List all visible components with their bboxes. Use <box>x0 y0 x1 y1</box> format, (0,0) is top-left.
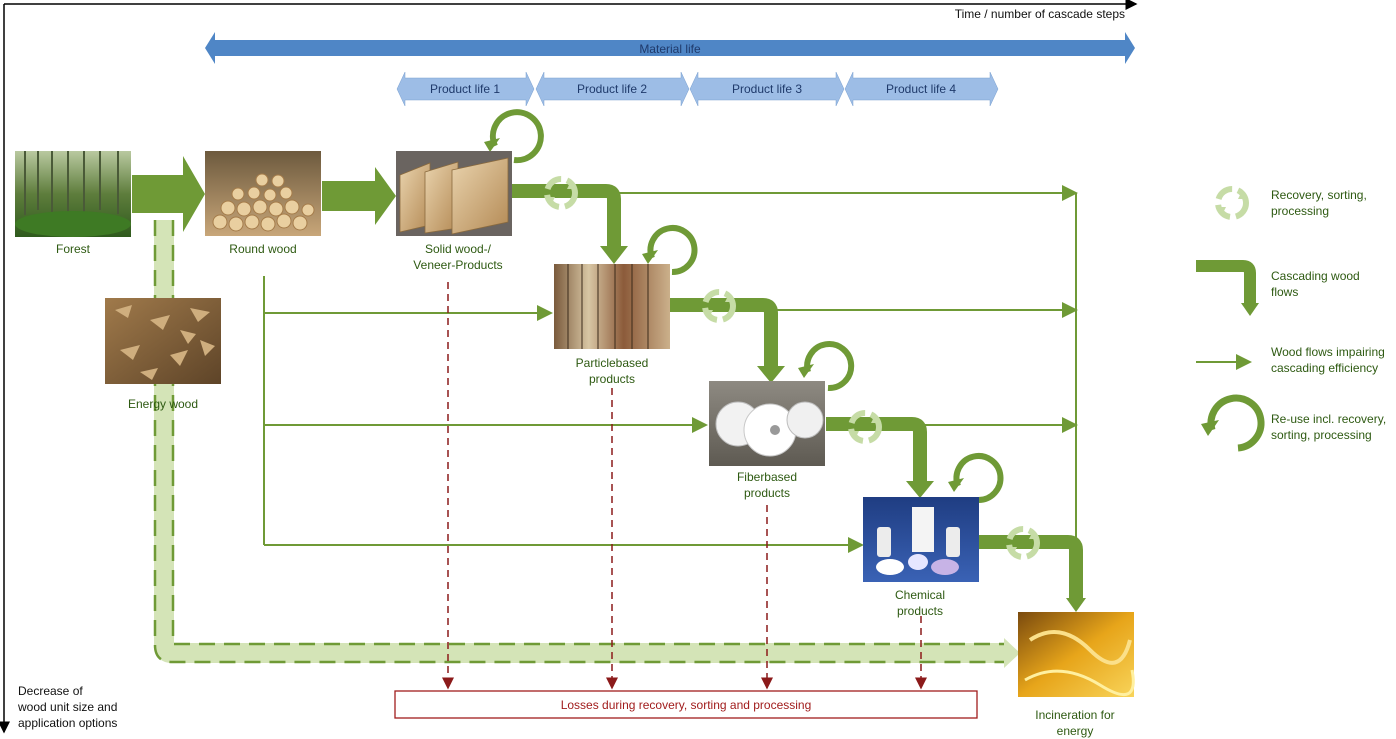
product-life-2-arrow <box>535 71 690 107</box>
chemical-products-label-line-2: products <box>897 604 943 618</box>
cascade-flows <box>512 184 1083 600</box>
legend-impairing-label-line-2: cascading efficiency <box>1271 361 1378 375</box>
legend-cascading-label-line-2: flows <box>1271 285 1298 299</box>
incineration-label-line-1: Incineration for <box>1035 708 1114 722</box>
legend: Recovery, sorting, processing Cascading … <box>1196 186 1386 452</box>
particle-products-label-line-2: products <box>589 372 635 386</box>
round-wood-picture <box>205 151 321 236</box>
y-axis-label-line-1: Decrease of <box>18 684 83 698</box>
product-life-4-arrow <box>844 71 999 107</box>
recycle-icon <box>702 289 736 323</box>
recycle-icon <box>848 410 882 444</box>
roundwood-to-solid-arrow <box>322 167 396 225</box>
product-life-2-label: Product life 2 <box>577 82 647 96</box>
product-life-arrows: Product life 1 Product life 2 Product li… <box>396 71 999 107</box>
energy-wood-label: Energy wood <box>128 397 198 411</box>
x-axis-label: Time / number of cascade steps <box>955 7 1125 21</box>
forest-label: Forest <box>56 242 91 256</box>
round-wood-label: Round wood <box>229 242 296 256</box>
y-axis-label-line-2: wood unit size and <box>17 700 117 714</box>
reuse-arrowheads <box>484 138 964 492</box>
forest-to-roundwood-arrow <box>132 156 205 232</box>
product-life-4-label: Product life 4 <box>886 82 956 96</box>
reuse-loops <box>489 109 1004 504</box>
material-life-label: Material life <box>639 42 701 56</box>
legend-recovery-icon <box>1215 186 1249 220</box>
legend-recovery-label-line-2: processing <box>1271 204 1329 218</box>
product-life-1-label: Product life 1 <box>430 82 500 96</box>
material-life-arrow: Material life <box>205 32 1135 64</box>
recovery-icons <box>544 176 1040 560</box>
solid-wood-label-line-1: Solid wood-/ <box>425 242 492 256</box>
fiber-products-label-line-2: products <box>744 486 790 500</box>
solid-wood-label-line-2: Veneer-Products <box>413 258 502 272</box>
incineration-label-line-2: energy <box>1057 724 1094 738</box>
legend-reuse-icon <box>1207 394 1265 452</box>
particle-products-label-line-1: Particlebased <box>576 356 649 370</box>
legend-reuse-label-line-2: sorting, processing <box>1271 428 1372 442</box>
losses-box <box>394 690 978 719</box>
chemical-products-label-line-1: Chemical <box>895 588 945 602</box>
incineration-picture <box>1018 612 1135 697</box>
particle-products-picture <box>554 264 670 349</box>
product-life-3-label: Product life 3 <box>732 82 802 96</box>
fiber-products-picture <box>709 381 825 466</box>
y-axis-label-line-3: application options <box>18 716 117 730</box>
energy-wood-flow <box>153 220 1020 668</box>
legend-recovery-label-line-1: Recovery, sorting, <box>1271 188 1367 202</box>
impairing-flows <box>263 185 1078 553</box>
recycle-icon <box>544 176 578 210</box>
energy-wood-picture <box>105 298 221 384</box>
cascade-arrowheads <box>600 246 1086 612</box>
legend-cascading-icon <box>1196 260 1256 305</box>
legend-reuse-label-line-1: Re-use incl. recovery, <box>1271 412 1386 426</box>
fiber-products-label-line-1: Fiberbased <box>737 470 797 484</box>
loss-flows <box>442 282 927 690</box>
losses-label: Losses during recovery, sorting and proc… <box>561 698 812 712</box>
product-life-1-arrow <box>396 71 535 107</box>
legend-cascading-label-line-1: Cascading wood <box>1271 269 1360 283</box>
recycle-icon <box>1006 526 1040 560</box>
solid-wood-picture <box>396 151 512 236</box>
axes: Time / number of cascade steps Decrease … <box>0 0 1138 734</box>
forest-picture <box>15 151 131 237</box>
product-life-3-arrow <box>689 71 845 107</box>
chemical-products-picture <box>863 497 979 582</box>
legend-impairing-label-line-1: Wood flows impairing <box>1271 345 1385 359</box>
